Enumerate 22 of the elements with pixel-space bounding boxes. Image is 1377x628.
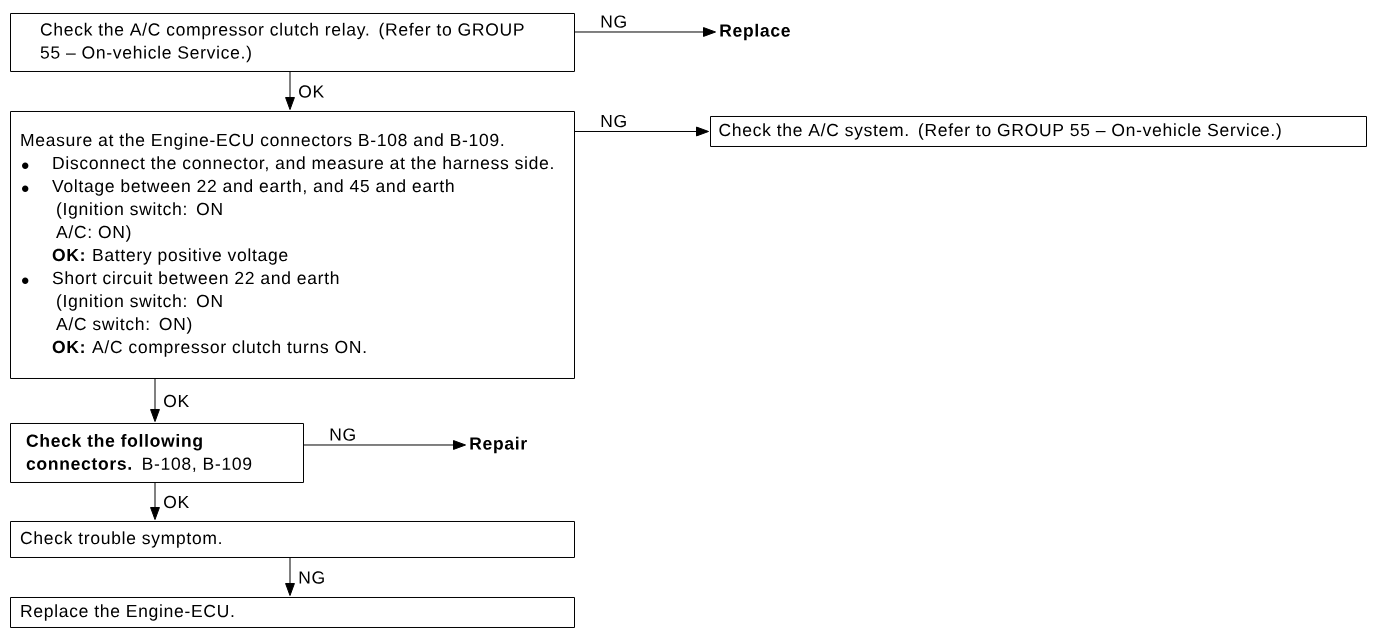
- instruction-box: Measure at the Engine-ECU connectors B-108 and B-109. Disconnect the connector, and measure at the harness side. Voltage between 22 and earth, and 45 and earth (Ignition switch: ON A/C: ON) OK: Battery positive voltage Short circuit between 22 and earth (Ignition switch: ON A/C switch: ON) OK: A/C compressor clutch turns ON.: [10, 111, 575, 379]
- result-text: Repair: [470, 436, 527, 454]
- arrow: [574, 126, 709, 137]
- arrow: [150, 482, 160, 520]
- edge-label: NG: [599, 113, 629, 129]
- arrow: [303, 440, 466, 450]
- process-box: Replace the Engine-ECU.: [10, 597, 575, 628]
- edge-label: NG: [328, 427, 358, 442]
- arrow: [285, 71, 295, 110]
- edge-label: NG: [297, 570, 327, 585]
- process-box: Check the A/C system. (Refer to GROUP 55 – On-vehicle Service.): [710, 116, 1367, 147]
- arrow: [285, 557, 295, 596]
- edge-label: OK: [162, 494, 191, 510]
- result-text: Replace: [720, 23, 790, 41]
- edge-label: NG: [599, 14, 629, 29]
- edge-label: OK: [297, 84, 326, 99]
- process-box: Check the A/C compressor clutch relay. (Refer to GROUP 55 – On-vehicle Service.): [10, 13, 575, 72]
- process-box: Check the following connectors. B-108, B-109: [10, 423, 304, 483]
- arrow: [574, 27, 716, 37]
- edge-label: OK: [162, 393, 191, 409]
- arrow: [150, 378, 160, 422]
- process-box: Check trouble symptom.: [10, 521, 575, 558]
